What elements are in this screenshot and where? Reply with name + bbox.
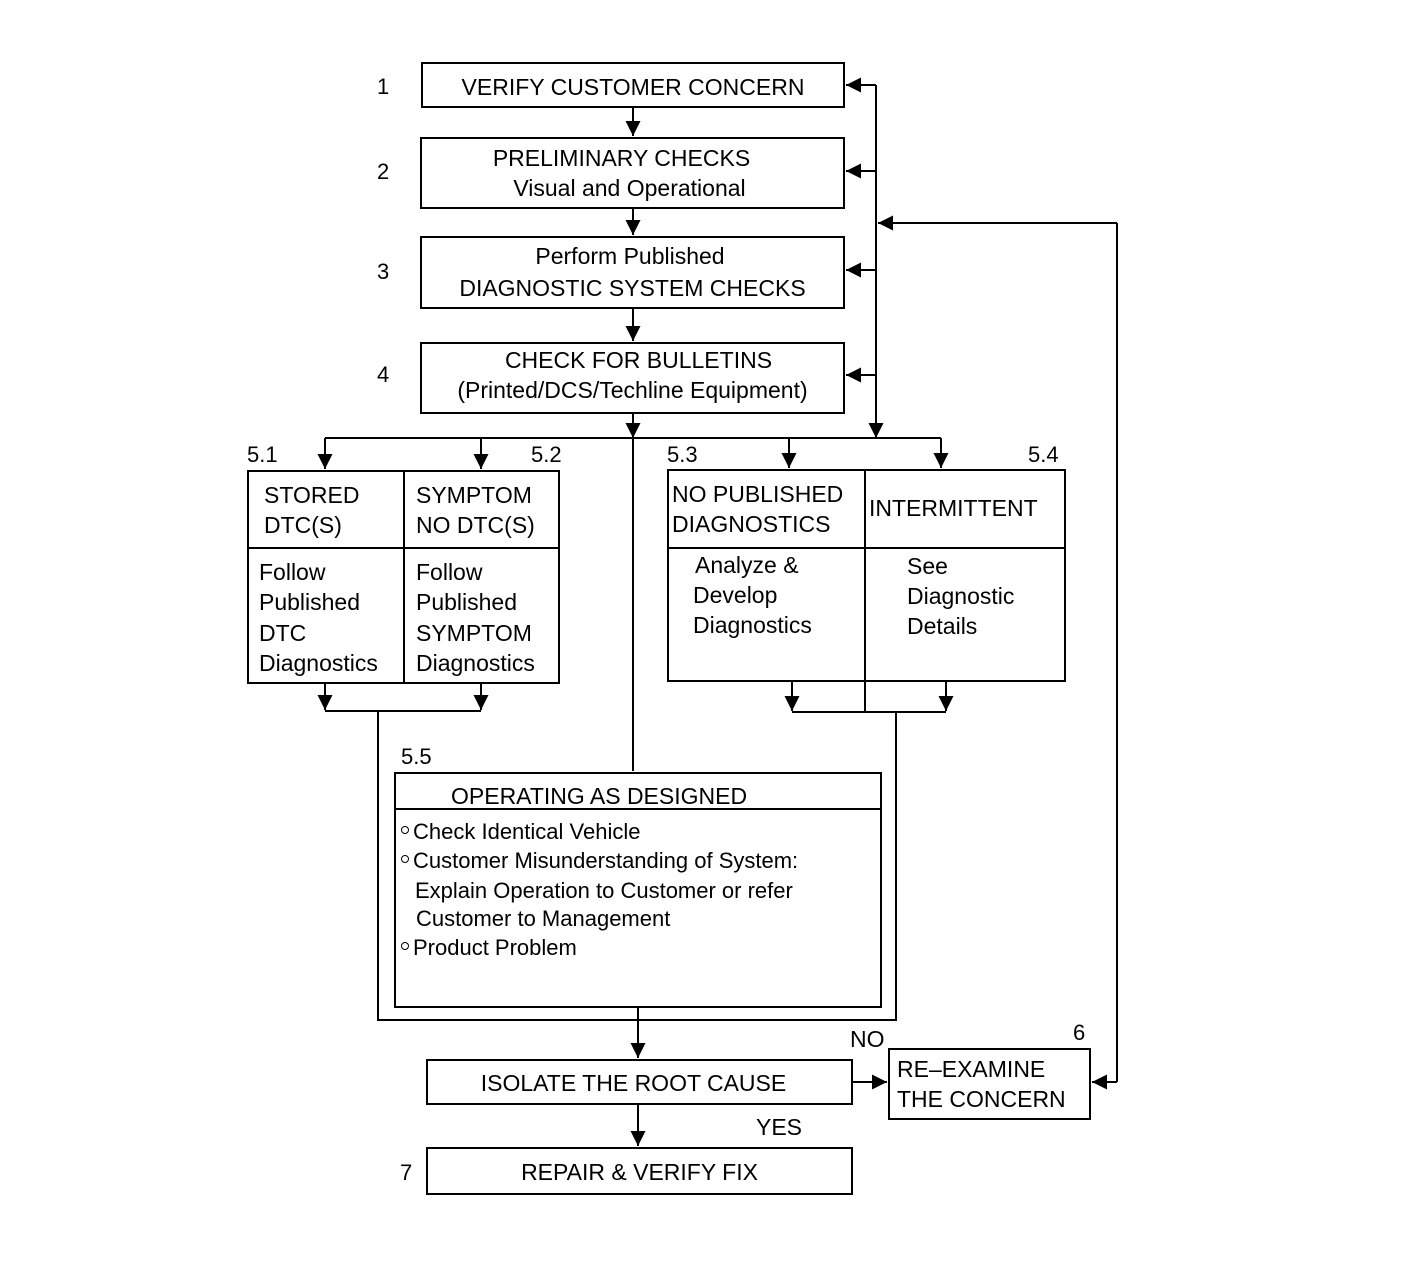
step-number-5-5: 5.5 (401, 744, 432, 769)
step-number-7: 7 (400, 1160, 413, 1185)
step-number-6: 6 (1073, 1020, 1086, 1045)
bullet-icon (401, 942, 409, 950)
step-7-label: REPAIR & VERIFY FIX (521, 1159, 758, 1185)
branch-yes-label: YES (756, 1114, 803, 1140)
step-5-1-body-2: Published (259, 589, 361, 615)
step-5-5-item-2-cont-1: Explain Operation to Customer or refer (415, 878, 793, 903)
step-4-subtitle: (Printed/DCS/Techline Equipment) (457, 377, 808, 403)
box-step-1 (421, 62, 845, 108)
step-5-2-body-1: Follow (416, 559, 483, 585)
step-3-line-2: DIAGNOSTIC SYSTEM CHECKS (459, 275, 806, 301)
box-step-2 (420, 137, 845, 209)
box-step-4 (420, 342, 845, 414)
step-number-5-2: 5.2 (531, 442, 562, 467)
step-5-4-head: INTERMITTENT (869, 495, 1038, 521)
step-5-4-body-2: Diagnostic (907, 583, 1015, 609)
step-2-title: PRELIMINARY CHECKS (492, 145, 751, 171)
step-5-2-body-2: Published (416, 589, 518, 615)
step-5-3-body-1: Analyze & (695, 552, 799, 578)
step-5-5-item-2-cont-2: Customer to Management (416, 906, 671, 931)
step-number-5-1: 5.1 (247, 442, 278, 467)
step-5-5-item-2: Customer Misunderstanding of System: (401, 846, 798, 875)
step-5-1-head-1: STORED (264, 482, 360, 508)
bullet-icon (401, 855, 409, 863)
step-5-4-body-3: Details (907, 613, 978, 639)
step-1-label: VERIFY CUSTOMER CONCERN (461, 74, 805, 100)
step-5-3-body-2: Develop (693, 582, 778, 608)
step-5-3-head-2: DIAGNOSTICS (672, 511, 831, 537)
step-5-2-head-2: NO DTC(S) (416, 512, 535, 538)
step-5-5-item-3: Product Problem (401, 933, 577, 962)
box-step-6 (888, 1048, 1091, 1120)
step-5-1-body-3: DTC (259, 620, 307, 646)
box-step-5-3-5-4 (667, 469, 1066, 682)
step-number-3: 3 (377, 259, 390, 284)
step-5-1-body-1: Follow (259, 559, 326, 585)
isolate-root-cause-label: ISOLATE THE ROOT CAUSE (480, 1070, 787, 1096)
step-number-5-3: 5.3 (667, 442, 698, 467)
step-number-5-4: 5.4 (1028, 442, 1059, 467)
step-number-1: 1 (377, 74, 390, 99)
step-4-title: CHECK FOR BULLETINS (504, 347, 773, 373)
branch-no-label: NO (850, 1026, 885, 1052)
step-5-2-body-3: SYMPTOM (416, 620, 532, 646)
step-5-1-body-4: Diagnostics (259, 650, 378, 676)
box-isolate (426, 1059, 853, 1105)
step-5-1-head-2: DTC(S) (264, 512, 342, 538)
step-5-3-body-3: Diagnostics (693, 612, 812, 638)
box-step-5-5 (394, 772, 882, 1008)
step-number-2: 2 (377, 159, 390, 184)
step-2-subtitle: Visual and Operational (513, 175, 746, 201)
box-step-3 (420, 236, 845, 309)
step-number-4: 4 (377, 362, 390, 387)
step-5-4-body-1: See (907, 553, 948, 579)
step-6-line-2: THE CONCERN (897, 1086, 1066, 1112)
step-5-2-body-4: Diagnostics (416, 650, 535, 676)
step-6-line-1: RE–EXAMINE (897, 1056, 1046, 1082)
step-5-5-item-1: Check Identical Vehicle (401, 817, 640, 846)
step-5-3-head-1: NO PUBLISHED (672, 481, 844, 507)
step-5-2-head-1: SYMPTOM (416, 482, 532, 508)
step-3-line-1: Perform Published (535, 243, 725, 269)
bullet-icon (401, 826, 409, 834)
step-5-5-title: OPERATING AS DESIGNED (451, 783, 748, 809)
box-step-7 (426, 1147, 853, 1195)
